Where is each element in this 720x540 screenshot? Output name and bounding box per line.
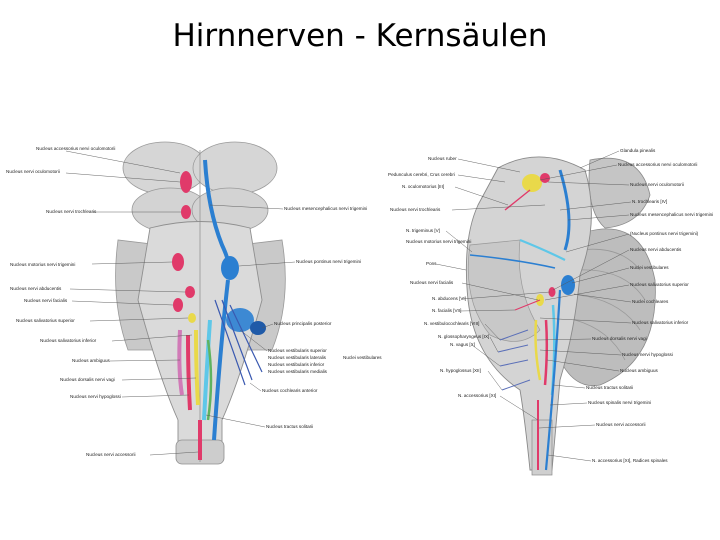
label-r-salivatorius-superior: Nucleus salivatorius superior xyxy=(630,282,689,287)
label-ambiguus: Nucleus ambiguus xyxy=(72,358,110,363)
vestibular-mark xyxy=(561,275,575,295)
oculomotor-mark xyxy=(540,173,550,183)
label-pedunculus: Pedunculus cerebri, Crus cerebri xyxy=(388,172,455,177)
label-r-trochlearis: N. trochlearis [IV] xyxy=(632,199,667,204)
label-r-salivatorius-inferior: Nucleus salivatorius inferior xyxy=(632,320,689,325)
label-pons: Pons xyxy=(426,261,437,266)
salivatory-mark xyxy=(188,313,196,323)
vagal-dorsal-mark xyxy=(194,329,200,406)
left-brainstem-figure xyxy=(115,141,286,465)
label-r-nervi-accessorii: Nucleus nervi accessorii xyxy=(596,422,646,427)
label-r-cochleares: Nuclei cochleares xyxy=(632,299,669,304)
label-principalis-posterior: Nucleus principalis posterior xyxy=(274,321,332,326)
label-salivatorius-inferior: Nucleus salivatorius inferior xyxy=(40,338,97,343)
ambiguus-mark xyxy=(177,329,184,396)
label-nervi-oculomotorii: Nucleus nervi oculomotorii xyxy=(6,169,60,174)
label-pontinus-trigemini: Nucleus pontinus nervi trigemini xyxy=(296,259,361,264)
cerebellum-folia xyxy=(574,248,646,361)
pontine-trigeminal-mark xyxy=(221,256,239,280)
slide-title: Hirnnerven - Kernsäulen xyxy=(172,18,548,54)
label-r-abducentis: Nucleus nervi abducentis xyxy=(630,247,682,252)
label-r-radices-spinales: N. accessorius [XI], Radices spinales xyxy=(592,458,668,463)
label-r-tractus-solitarii: Nucleus tractus solitarii xyxy=(586,385,633,390)
label-dorsalis-vagi: Nucleus dorsalis nervi vagi xyxy=(60,377,115,382)
label-r-mesencephalicus: Nucleus mesencephalicus nervi trigemini xyxy=(630,212,713,217)
label-right-trochlearis: Nucleus nervi trochlearis xyxy=(390,207,441,212)
label-motorius-trigemini: Nucleus motorius nervi trigemini xyxy=(10,262,75,267)
right-figure-right-labels: Glandula pinealis Nucleus accessorius ne… xyxy=(536,148,713,463)
oculomotor-mark xyxy=(522,174,542,192)
sensory-green-mark xyxy=(206,339,213,421)
label-nuclei-vestibulares: Nuclei vestibulares xyxy=(343,355,382,360)
label-abducentis: Nucleus nervi abducentis xyxy=(10,286,62,291)
vagus-mark xyxy=(534,319,542,381)
nerve-iii-mark xyxy=(504,189,531,211)
label-r-ambiguus: Nucleus ambiguus xyxy=(620,368,658,373)
label-vestibularis-medialis: Nucleus vestibularis medialis xyxy=(268,369,328,374)
solitary-tract-mark xyxy=(202,319,212,421)
oculomotor-nucleus-mark xyxy=(180,171,192,193)
label-nervi-accessorii: Nucleus nervi accessorii xyxy=(86,452,136,457)
right-brainstem-figure xyxy=(465,156,656,476)
label-facialis: Nucleus nervi facialis xyxy=(24,298,68,303)
nerve-v-mark xyxy=(469,254,556,269)
label-r-hypoglossi: Nucleus nervi hypoglossi xyxy=(622,352,673,357)
ambiguus-mark xyxy=(543,319,549,386)
label-n-glossopharyngeus: N. glossopharyngeus [IX] xyxy=(438,334,489,339)
label-cochlearis-anterior: Nucleus cochlearis anterior xyxy=(262,388,318,393)
label-r-nervi-oculomotorii: Nucleus nervi oculomotorii xyxy=(630,182,684,187)
label-n-abducens: N. abducens [VI] xyxy=(432,296,466,301)
label-r-dorsalis-vagi: Nucleus dorsalis nervi vagi xyxy=(592,336,647,341)
left-figure-labels: Nucleus accessorius nervi oculomotorii N… xyxy=(6,146,382,457)
facial-nerve-mark xyxy=(514,299,541,311)
label-r-vestibulares: Nuclei vestibulares xyxy=(630,265,669,270)
label-n-facialis: N. facialis [VII] xyxy=(432,308,461,313)
label-ruber: Nucleus ruber xyxy=(428,156,457,161)
motor-trigeminal-mark xyxy=(172,253,184,271)
spinal-trigeminal-mark xyxy=(212,279,230,441)
abducens-nucleus-mark xyxy=(185,286,195,298)
label-n-vagus: N. vagus [X] xyxy=(450,342,475,347)
cerebellum-shape xyxy=(559,228,656,387)
right-figure-left-labels: Nucleus ruber Pedunculus cerebri, Crus c… xyxy=(388,156,551,421)
label-r-accessorius-oculomotorii: Nucleus accessorius nervi oculomotorii xyxy=(618,162,697,167)
label-r-pontinus: (Nucleus pontinus nervi trigemini) xyxy=(630,231,699,236)
spinal-trigeminal-mark xyxy=(544,289,562,471)
label-vestibularis-superior: Nucleus vestibularis superior xyxy=(268,348,327,353)
label-right-facialis: Nucleus nervi facialis xyxy=(410,280,454,285)
label-mesencephalicus: Nucleus mesencephalicus nervi trigemini xyxy=(284,206,367,211)
facial-nucleus-mark xyxy=(173,298,183,312)
label-hypoglossi: Nucleus nervi hypoglossi xyxy=(70,394,121,399)
label-tractus-solitarii: Nucleus tractus solitarii xyxy=(266,424,313,429)
cranial-nerve-roots-mark xyxy=(497,329,531,391)
vestibular-nuclei-mark xyxy=(226,308,254,332)
label-glandula-pinealis: Glandula pinealis xyxy=(620,148,656,153)
label-right-motorius-trigemini: Nucleus motorius nervi trigemini xyxy=(406,239,471,244)
label-accessorius-oculomotorii: Nucleus accessorius nervi oculomotorii xyxy=(36,146,115,151)
mesencephalic-trigeminal-mark xyxy=(558,169,571,251)
label-n-oculomotorius: N. oculomotorius [III] xyxy=(402,184,444,189)
label-salivatorius-superior: Nucleus salivatorius superior xyxy=(16,318,75,323)
label-n-hypoglossus: N. hypoglossus [XII] xyxy=(440,368,481,373)
cochlear-nucleus-mark xyxy=(250,321,266,335)
hypoglossal-mark xyxy=(186,334,192,411)
label-n-vestibulocochlearis: N. vestibulocochlearis [VIII] xyxy=(424,321,479,326)
label-vestibularis-inferior: Nucleus vestibularis inferior xyxy=(268,362,325,367)
label-trochlearis: Nucleus nervi trochlearis xyxy=(46,209,97,214)
nerve-roots-mark xyxy=(214,299,263,386)
label-n-trigeminus: N. trigeminus [V] xyxy=(406,228,440,233)
label-r-spinalis-trigemini: Nucleus spinalis nervi trigemini xyxy=(588,400,651,405)
label-n-accessorius: N. accessorius [XI] xyxy=(458,393,496,398)
label-vestibularis-lateralis: Nucleus vestibularis lateralis xyxy=(268,355,327,360)
nerve-v-mark xyxy=(519,238,566,261)
pons-shape xyxy=(467,239,541,342)
trochlear-nucleus-mark xyxy=(181,205,191,219)
